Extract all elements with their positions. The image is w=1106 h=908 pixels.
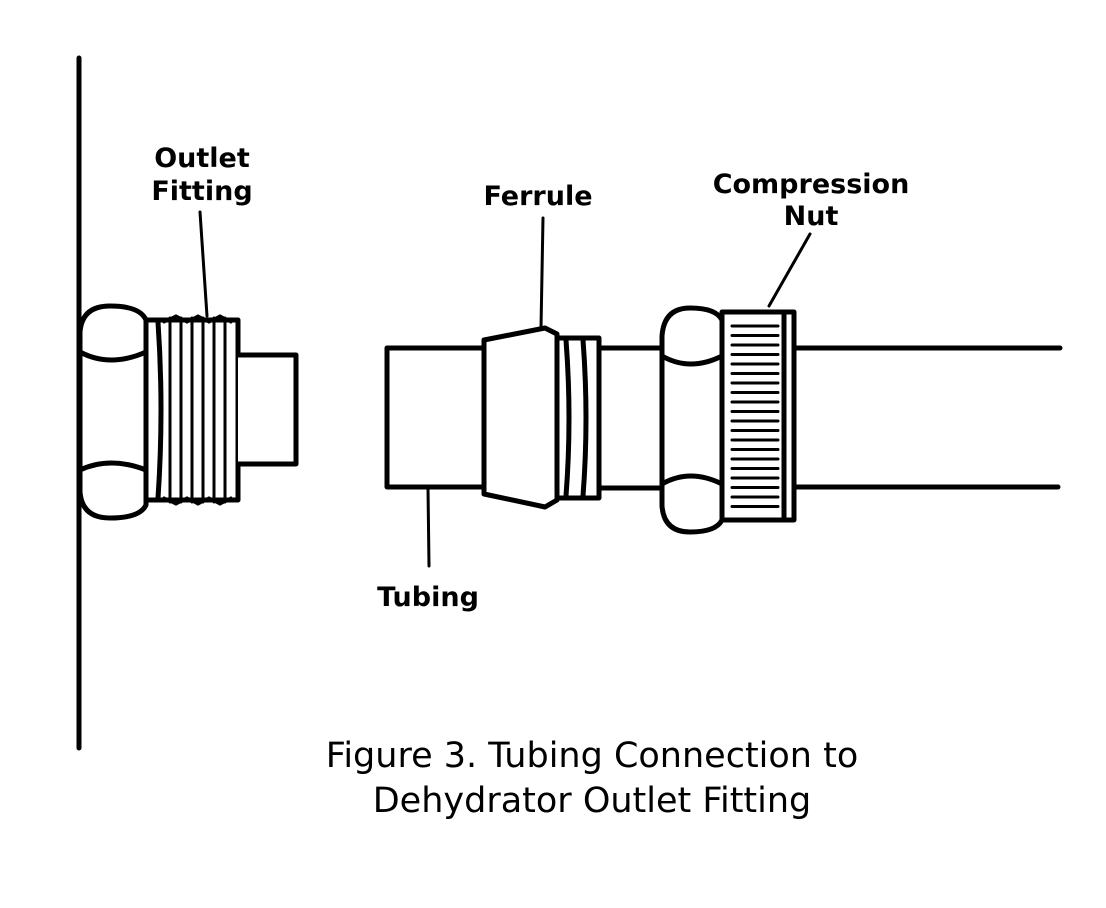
label-outlet-line1: Outlet [154, 143, 250, 174]
compression-knurl [719, 309, 797, 523]
leader-ferrule [539, 216, 545, 330]
tubing-mid [596, 345, 666, 491]
outlet-spigot [235, 352, 299, 467]
leader-outlet-fitting [198, 210, 209, 318]
label-fitting-line2: Fitting [151, 176, 252, 207]
outlet-fitting [77, 303, 299, 521]
caption-line2: Dehydrator Outlet Fitting [373, 781, 812, 821]
label-tubing: Tubing [377, 582, 479, 613]
compression-hex-nut [659, 305, 725, 535]
label-compression-line1: Compression [713, 169, 910, 200]
ferrule [481, 325, 560, 510]
leader-tubing [426, 486, 431, 568]
caption-line1: Figure 3. Tubing Connection to [326, 736, 859, 776]
ferrule-sleeve [554, 335, 602, 501]
leader-compression-nut [767, 232, 812, 308]
outlet-threads [143, 314, 241, 506]
label-nut-line2: Nut [784, 201, 839, 232]
outlet-hex-nut [77, 303, 149, 521]
tubing-assembly [384, 305, 1063, 535]
tubing-end [384, 345, 490, 490]
label-ferrule: Ferrule [483, 181, 592, 212]
